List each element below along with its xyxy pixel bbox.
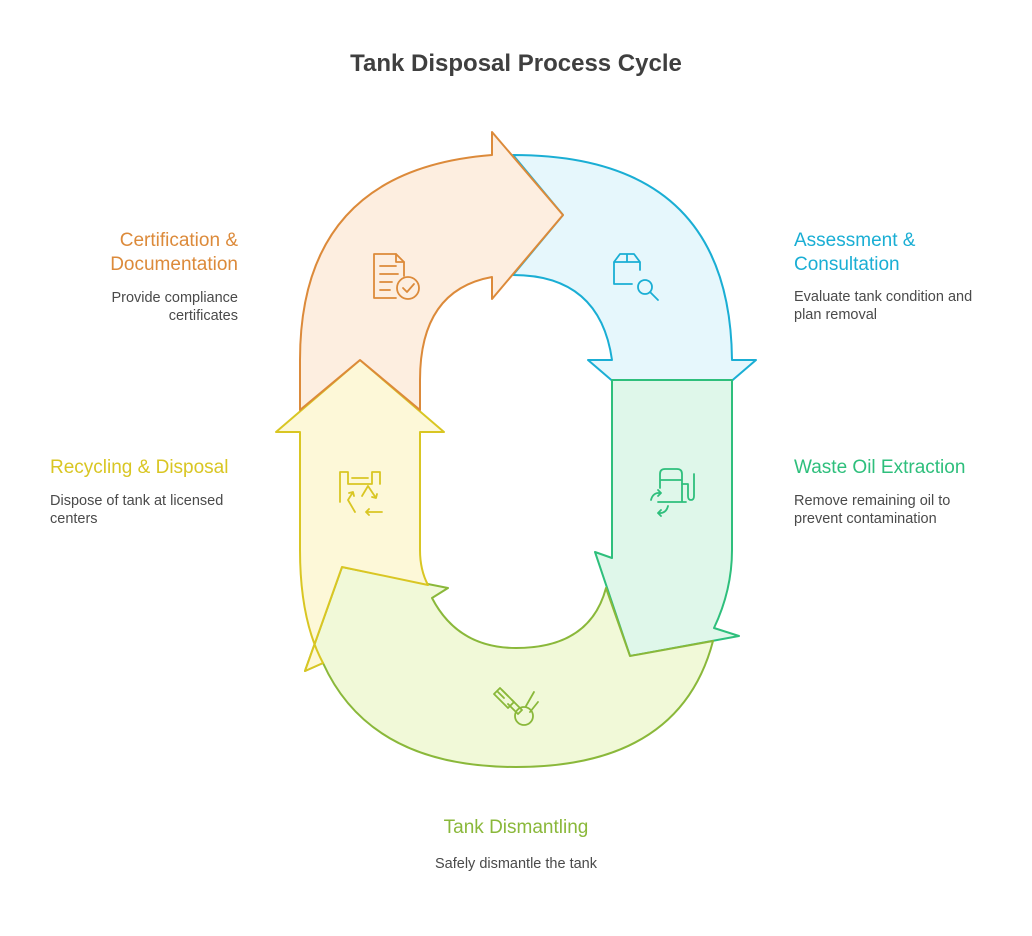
certification-arrow	[299, 131, 564, 411]
angle-grinder-icon	[493, 687, 539, 726]
certification-step-title: Certification & Documentation	[110, 230, 238, 275]
assessment-step-description: Evaluate tank condition and plan removal	[794, 289, 973, 323]
fuel-pump-recycle-icon	[650, 468, 695, 517]
assessment-step-title: Assessment & Consultation	[794, 230, 916, 275]
extraction-step-title: Waste Oil Extraction	[794, 457, 966, 478]
recycle-bin-icon	[339, 471, 383, 516]
dismantling-arrow	[304, 566, 714, 768]
extraction-arrow	[594, 379, 740, 657]
assessment-arrow	[512, 154, 757, 433]
recycling-step-description: Dispose of tank at licensed centers	[50, 493, 224, 527]
document-check-icon	[373, 253, 420, 300]
recycling-step-title: Recycling & Disposal	[50, 457, 229, 478]
extraction-step-description: Remove remaining oil to prevent contamin…	[794, 493, 951, 527]
package-search-icon	[613, 253, 659, 301]
diagram-title: Tank Disposal Process Cycle	[350, 50, 682, 77]
certification-step-description: Provide compliance certificates	[111, 290, 238, 324]
dismantling-step-title: Tank Dismantling	[443, 817, 589, 838]
dismantling-step-description: Safely dismantle the tank	[434, 856, 597, 872]
